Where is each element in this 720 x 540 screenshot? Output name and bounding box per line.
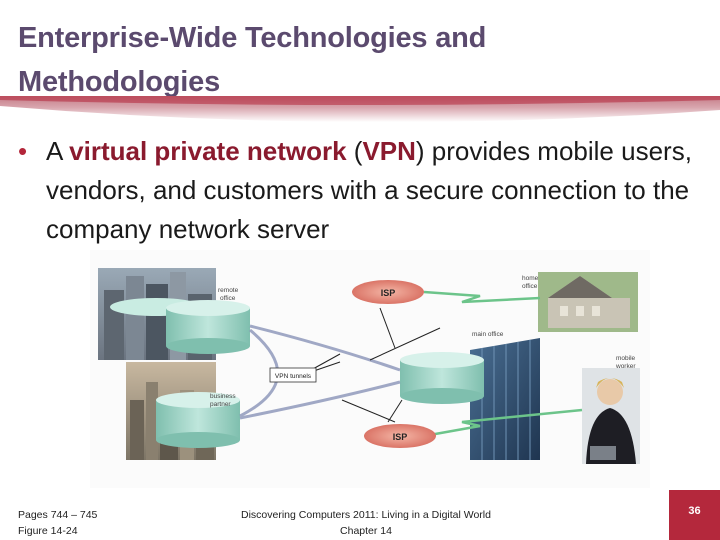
vpn-tunnel-lines — [239, 324, 401, 420]
footer-figure: Figure 14-24 — [18, 525, 78, 537]
footer-book-title: Discovering Computers 2011: Living in a … — [230, 507, 502, 539]
home-office-label-2: office — [522, 283, 538, 290]
main-office-label: main office — [472, 331, 504, 338]
bullet-pre: A — [46, 136, 70, 166]
remote-office-label-1: remote — [218, 287, 239, 294]
main-office-server-bottom — [400, 388, 484, 404]
bullet-term-vpn-abbr: VPN — [362, 136, 416, 166]
bullet-paren-open: ( — [346, 136, 363, 166]
isp-bottom-ellipse — [364, 424, 436, 448]
footer-reference: Pages 744 – 745 Figure 14-24 — [18, 507, 97, 539]
isp-bottom-label: ISP — [393, 432, 408, 442]
main-office-server-top — [400, 352, 484, 368]
vpn-figure: ISP ISP VPN tunnels remote office home o… — [90, 250, 650, 488]
remote-office-server-bottom — [166, 338, 250, 354]
mobile-worker-label-1: mobile — [616, 355, 636, 362]
bullet-rest: ) provides mobile users, vendors, and cu… — [46, 136, 692, 244]
business-partner-label-2: partner — [210, 401, 231, 408]
business-partner-server-top — [156, 392, 240, 408]
home-office-label-1: home — [522, 275, 539, 282]
business-partner-server-bottom — [156, 432, 240, 448]
home-office-house-photo — [538, 272, 638, 332]
slide-title-line-2: Methodologies — [18, 66, 221, 98]
footer-book-line-2: Chapter 14 — [340, 525, 392, 537]
title-divider-bar — [0, 96, 720, 123]
main-office-building-photo — [470, 338, 540, 460]
page-number: 36 — [688, 505, 701, 517]
isp-links — [423, 290, 583, 438]
isp-top-label: ISP — [381, 288, 396, 298]
vpn-tunnels-box — [269, 367, 317, 383]
slide-title: Enterprise-Wide Technologies and Methodo… — [18, 16, 658, 104]
footer-pages: Pages 744 – 745 — [18, 509, 98, 521]
vpn-diagram: ISP ISP VPN tunnels remote office home o… — [98, 268, 640, 464]
isp-top-ellipse — [352, 280, 424, 304]
vpn-tunnels-label: VPN tunnels — [275, 373, 312, 380]
footer-book-line-1: Discovering Computers 2011: Living in a … — [241, 509, 491, 521]
page-number-box — [669, 490, 720, 540]
mobile-worker-label-2: worker — [615, 363, 636, 370]
remote-office-label-2: office — [220, 295, 236, 302]
slide-title-line-1: Enterprise-Wide Technologies and — [18, 22, 487, 54]
bullet-symbol: • — [18, 136, 28, 166]
bullet-term-vpn-full: virtual private network — [69, 136, 347, 166]
business-partner-label-1: business — [210, 393, 236, 400]
mobile-worker-photo — [582, 368, 640, 464]
remote-office-server-top — [166, 300, 250, 316]
bullet-text: A virtual private network (VPN) provides… — [46, 132, 696, 249]
